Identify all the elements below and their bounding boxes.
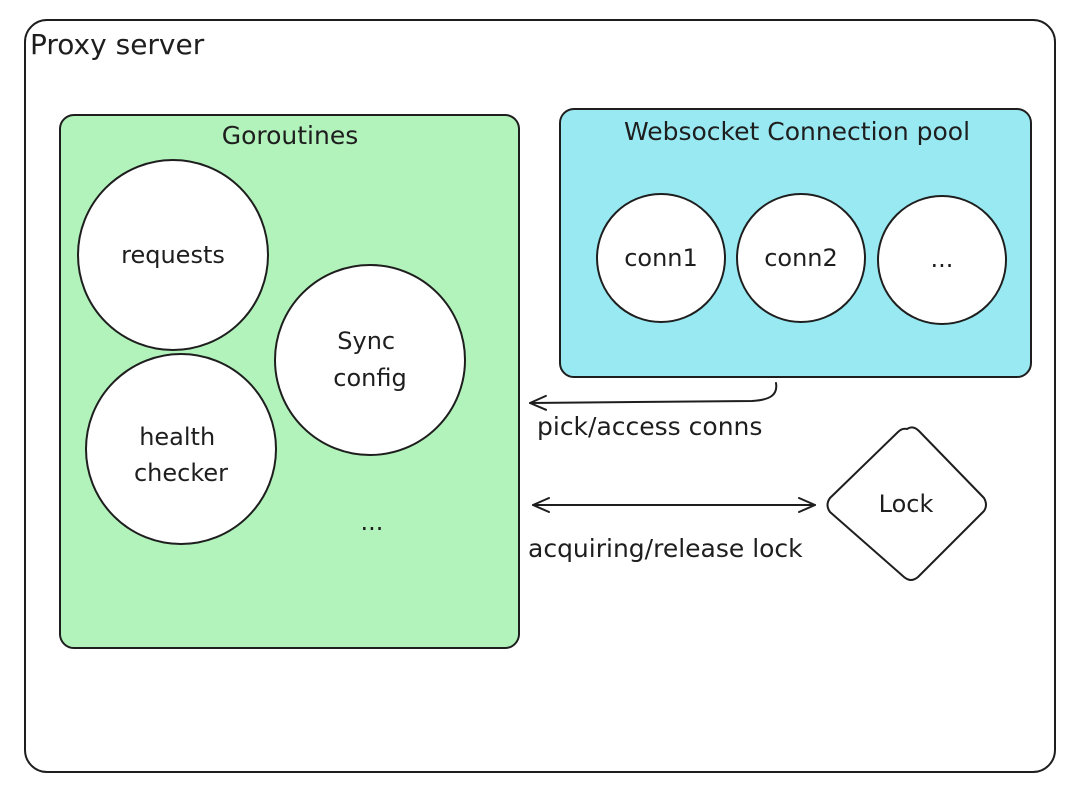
health-checker-node-label: health checker <box>134 423 228 487</box>
goroutines-more-label: ... <box>361 508 384 536</box>
health-checker-node-label-line2: checker <box>134 459 228 487</box>
proxy-server-container <box>24 19 1056 773</box>
sync-config-node <box>274 264 466 456</box>
pick-conns-edge-label: pick/access conns <box>537 412 762 441</box>
requests-node <box>77 159 269 351</box>
goroutines-group-label: Goroutines <box>222 121 359 150</box>
sync-config-node-label: Sync config <box>333 327 406 392</box>
health-checker-node <box>85 353 277 545</box>
proxy-server-title: Proxy server <box>30 28 205 61</box>
requests-node-label: requests <box>121 241 225 269</box>
sync-config-node-label-line2: config <box>333 364 406 392</box>
sync-config-node-label-line1: Sync <box>337 327 395 355</box>
connection-pool-group-label: Websocket Connection pool <box>624 117 970 146</box>
conn2-node <box>736 193 866 323</box>
conns-more-node-label: ... <box>931 245 954 273</box>
pick-conns-arrow <box>529 382 778 411</box>
lock-node-label: Lock <box>879 490 934 518</box>
conns-more-node <box>877 195 1007 325</box>
conn2-node-label: conn2 <box>764 244 838 272</box>
conn1-node <box>596 193 726 323</box>
lock-edge-label: acquiring/release lock <box>528 534 803 563</box>
lock-node <box>826 426 987 581</box>
health-checker-node-label-line1: health <box>139 423 215 451</box>
conn1-node-label: conn1 <box>624 244 698 272</box>
